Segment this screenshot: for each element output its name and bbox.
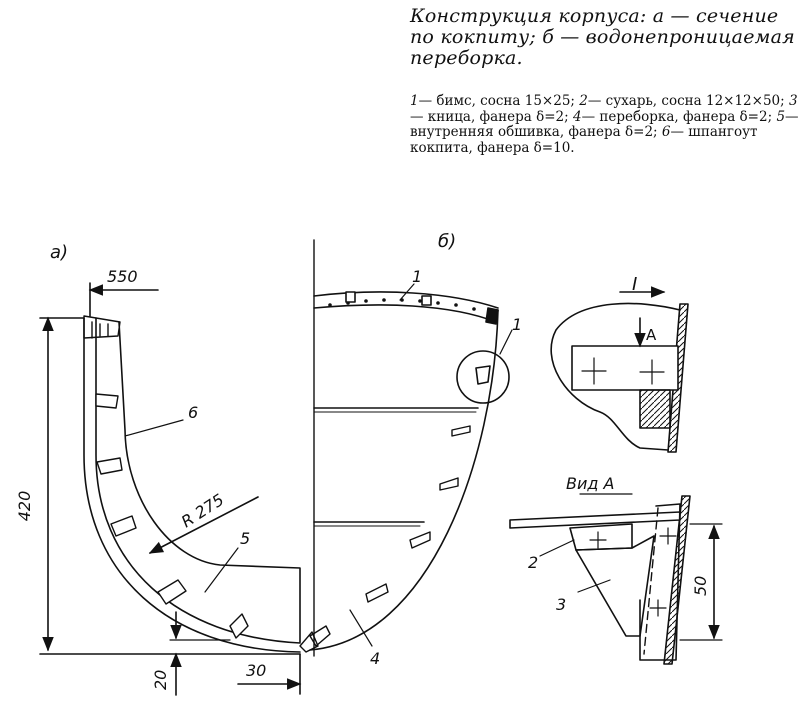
figure-a-label: а) [50,242,68,263]
detail-label: I [632,274,637,295]
figure-a: а) 550 420 R 275 5 [15,242,319,696]
detail-beam [571,345,679,391]
part-2-leader [539,539,575,557]
width-dimension: 550 [107,267,138,286]
keel-dimension: 30 [246,661,266,680]
view-a-fastener-marks [589,527,677,617]
part-5-label: 5 [240,529,250,548]
view-a-hidden-line [643,507,659,655]
dim-50: 50 [691,576,710,596]
part-4-leader [349,609,373,647]
part-2-label: 2 [528,553,538,572]
legend-text-6: — шпангоут кокпита, фанера δ=10. [410,124,758,156]
legend-text-1: — бимс, сосна 15×25; [418,93,575,109]
view-a-chock [569,523,633,551]
hull-outer-skin [83,317,301,653]
caption-line-2: по кокпиту; б — водонепроницаемая [410,26,795,48]
offset-dimension: 20 [151,670,170,690]
legend-text-4: — переборка, фанера δ=2; [581,108,773,125]
detail-callout-beam [475,365,491,385]
radius-leader [148,496,259,554]
bulkhead-hull-curve [309,309,499,651]
figure-b: б) 1 1 [309,231,522,668]
legend-num-6: 6 [661,124,671,140]
detail-block [639,389,671,429]
beam-end-block [485,307,499,325]
legend-text-3: — кница, фанера δ=2; [410,108,569,125]
view-a: Вид А 2 3 50 [509,474,723,665]
part-6-leader [124,419,184,437]
part-4-label: 4 [370,649,380,668]
legend-num-5: 5 [776,108,786,125]
legend-num-4: 4 [573,108,582,125]
view-a-bulkhead [639,503,681,661]
figure-caption: Конструкция корпуса: а — сечение по кокп… [410,6,802,69]
part-6-label: 6 [188,403,198,422]
detail-fastener-marks [581,357,665,385]
part-5-leader [204,547,239,593]
legend-text-5: — внутренняя обшивка, фанера δ=2; [410,108,799,140]
deck-beam [313,291,499,309]
beam-block-left [345,291,356,303]
callout-1-leader [499,329,513,355]
legend-num-2: 2 [579,93,588,109]
hull-inner-skin [95,317,301,644]
part-3-label: 3 [556,595,566,614]
part-1-top-leader [399,283,415,301]
parts-legend: 1— бимс, сосна 15×25; 2— сухарь, сосна 1… [410,93,802,156]
detail-outline [550,302,681,451]
bulkhead-stringers [309,425,471,647]
legend-num-1: 1 [410,93,419,109]
deck-beam-lower [313,304,497,323]
view-a-hull-skin [663,495,691,665]
detail-i: I А [550,274,689,453]
stringer-blocks [83,315,319,653]
beam-block-mid [421,295,432,306]
detail-callout-circle [456,350,510,404]
caption-line-3: переборка. [410,47,523,69]
cockpit-frame-edge [118,321,301,643]
view-a-arrow-label: А [646,326,657,344]
legend-num-3: 3 [788,93,798,109]
part-3-leader [577,579,611,593]
caption-line-1: Конструкция корпуса: а — сечение [410,5,779,27]
callout-1-label: 1 [512,315,522,334]
legend-text-2: — сухарь, сосна 12×12×50; [587,93,785,109]
figure-b-label: б) [438,231,456,252]
height-dimension: 420 [15,491,34,522]
view-a-knee [575,535,655,637]
part-1-top-label: 1 [412,267,422,286]
view-a-title: Вид А [566,474,614,493]
